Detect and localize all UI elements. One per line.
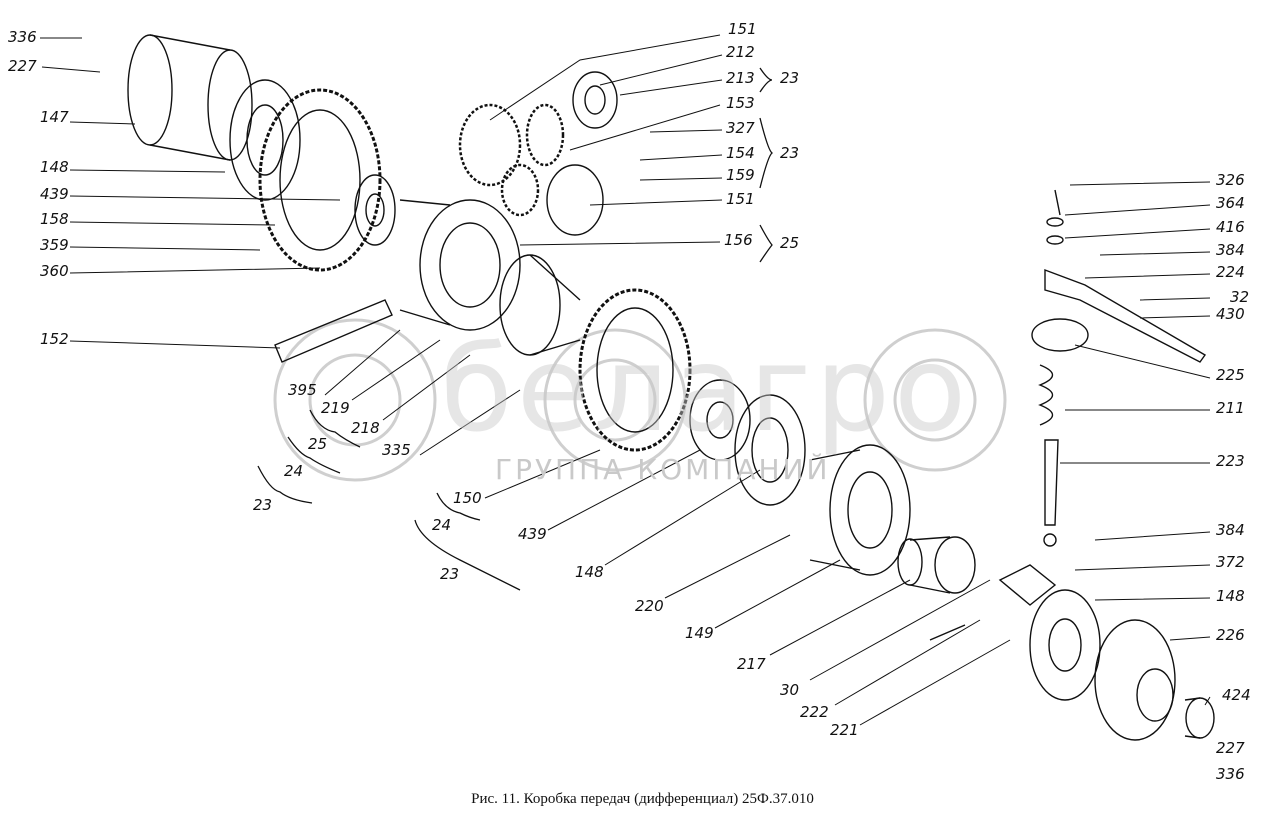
callout-label: 335 — [382, 441, 411, 459]
callout-label: 336 — [8, 28, 37, 46]
callout-label: 227 — [8, 57, 37, 75]
callout-label: 23 — [780, 144, 800, 162]
callout-label: 158 — [40, 210, 69, 228]
callout-label: 218 — [351, 419, 380, 437]
callout-label: 32 — [1230, 288, 1250, 306]
housing-147 — [127, 34, 253, 161]
callout-label: 150 — [453, 489, 482, 507]
callout-label: 223 — [1216, 452, 1245, 470]
callout-label: 217 — [737, 655, 766, 673]
callout-label: 336 — [1216, 765, 1245, 783]
callout-label: 23 — [780, 69, 800, 87]
callout-label: 424 — [1222, 686, 1251, 704]
callout-label: 23 — [253, 496, 273, 514]
callout-label: 213 — [726, 69, 755, 87]
pinion-gears-top — [458, 71, 618, 236]
callout-label: 222 — [800, 703, 829, 721]
figure-caption: Рис. 11. Коробка передач (дифференциал) … — [471, 791, 814, 807]
callout-label: 226 — [1216, 626, 1245, 644]
callout-label: 30 — [780, 681, 800, 699]
diff-case-156 — [399, 199, 521, 331]
callout-label: 25 — [780, 234, 800, 252]
callout-label: 364 — [1216, 194, 1245, 212]
callout-label: 326 — [1216, 171, 1245, 189]
callout-label: 439 — [518, 525, 547, 543]
case-149 — [809, 444, 911, 576]
flange-148c — [1029, 589, 1101, 701]
callout-label: 159 — [726, 166, 755, 184]
watermark-subtitle: ГРУППА КОМПАНИЙ — [495, 453, 831, 486]
cover-226 — [1094, 619, 1176, 741]
callout-label: 211 — [1216, 399, 1245, 417]
callout-label: 360 — [40, 262, 69, 280]
callout-label: 225 — [1216, 366, 1245, 384]
callout-label: 224 — [1216, 263, 1245, 281]
callout-label: 152 — [40, 330, 69, 348]
callout-label: 156 — [724, 231, 753, 249]
callout-label: 416 — [1216, 218, 1245, 236]
shaft-152 — [274, 299, 393, 363]
callout-label: 384 — [1216, 521, 1245, 539]
callout-label: 148 — [40, 158, 69, 176]
callout-label: 430 — [1216, 305, 1245, 323]
watermark-brand: белагро — [440, 320, 971, 458]
group-braces — [257, 67, 774, 591]
flange-148 — [229, 79, 301, 201]
callout-label: 227 — [1216, 739, 1245, 757]
callout-label: 149 — [685, 624, 714, 642]
callout-label: 395 — [288, 381, 317, 399]
leader-lines — [40, 34, 1211, 726]
callout-label: 372 — [1216, 553, 1245, 571]
flange-148b — [734, 394, 806, 506]
bearing-439b — [689, 379, 751, 461]
callout-label: 24 — [432, 516, 452, 534]
hub-150 — [499, 254, 581, 356]
callout-label: 359 — [40, 236, 69, 254]
bearing-439 — [354, 174, 396, 246]
coupling-217 — [897, 536, 976, 594]
callout-label: 221 — [830, 721, 859, 739]
callout-label: 148 — [575, 563, 604, 581]
bushing-424 — [1184, 697, 1215, 739]
callout-label: 151 — [726, 190, 755, 208]
callout-label: 23 — [440, 565, 460, 583]
callout-label: 151 — [728, 20, 757, 38]
callout-label: 219 — [321, 399, 350, 417]
lever-assembly — [929, 189, 1207, 641]
callout-label: 212 — [726, 43, 755, 61]
gear-large — [578, 288, 692, 452]
callout-label: 24 — [284, 462, 304, 480]
callout-label: 148 — [1216, 587, 1245, 605]
callout-label: 327 — [726, 119, 755, 137]
callout-label: 384 — [1216, 241, 1245, 259]
callout-label: 147 — [40, 108, 69, 126]
callout-label: 220 — [635, 597, 664, 615]
callout-label: 439 — [40, 185, 69, 203]
callout-label: 25 — [308, 435, 328, 453]
callout-label: 153 — [726, 94, 755, 112]
gear-ring-158 — [258, 88, 382, 272]
callout-label: 154 — [726, 144, 755, 162]
